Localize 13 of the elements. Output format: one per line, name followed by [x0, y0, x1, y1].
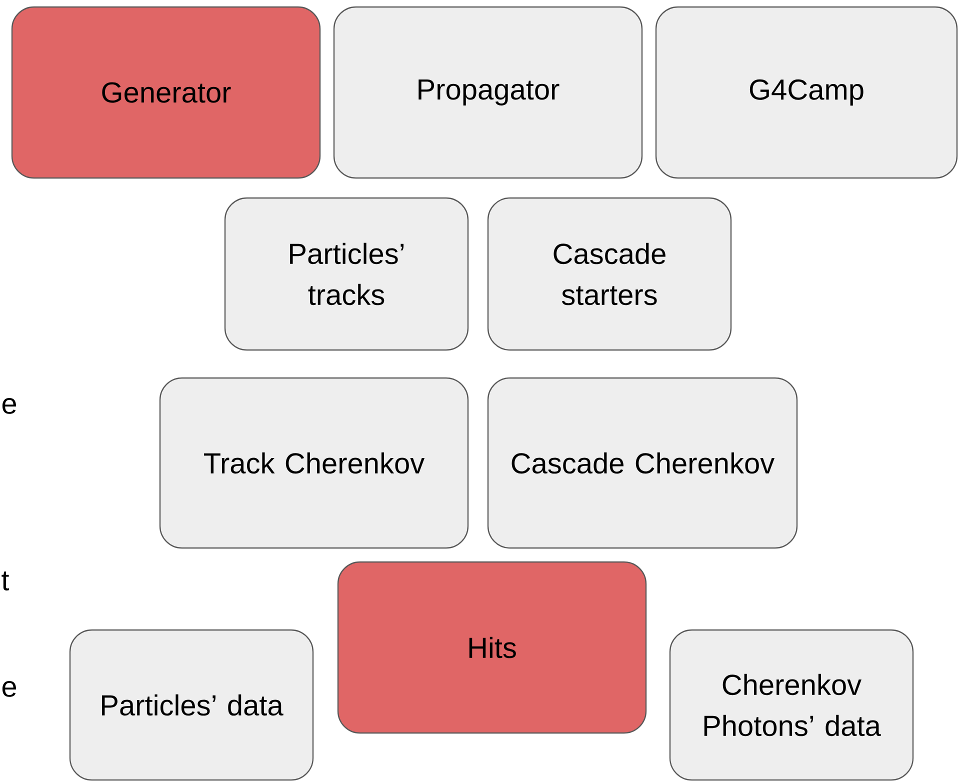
- process-box: Cascade Cherenkov: [487, 377, 798, 549]
- process-box: Hits: [337, 561, 647, 734]
- text-fragment: e: [2, 681, 16, 697]
- process-box: Particles’ data: [69, 629, 314, 781]
- process-box: Track Cherenkov: [159, 377, 469, 549]
- text-fragment: t: [2, 572, 10, 590]
- process-box: Propagator: [333, 6, 643, 179]
- process-box: Cascade starters: [487, 197, 732, 351]
- text-fragment: e: [2, 398, 16, 414]
- process-box: G4Camp: [655, 6, 958, 179]
- process-box: Particles’ tracks: [224, 197, 469, 351]
- process-box: Generator: [11, 6, 321, 179]
- process-box: Cherenkov Photons’ data: [669, 629, 914, 781]
